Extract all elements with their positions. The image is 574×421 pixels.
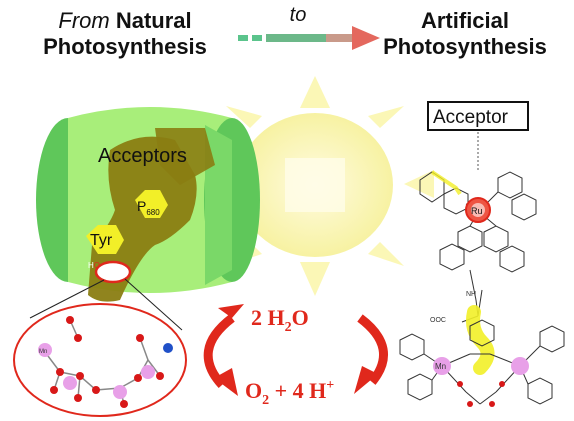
acceptor-label: Acceptor [433, 107, 509, 128]
acceptors-label: Acceptors [98, 145, 187, 167]
acceptor-box: Acceptor [427, 101, 529, 131]
header-artificial-line1: Artificial [420, 8, 510, 33]
p680-badge: P680 [135, 190, 168, 218]
reaction-products: O2 + 4 H+ [245, 378, 334, 408]
tyr-ho-label: HO [88, 261, 100, 270]
mn-label: Mn [39, 349, 47, 355]
header-to: to [289, 4, 307, 26]
header-natural-line2: Photosynthesis [43, 34, 207, 59]
cooh-label: OOC [430, 317, 446, 324]
ruthenium-complex [419, 171, 537, 301]
sun-icon [196, 76, 434, 296]
reaction-water: 2 H2O [251, 305, 309, 335]
tyr-label: Tyr [90, 232, 113, 249]
p680-label: P680 [137, 198, 160, 217]
header-natural-line1: From Natural [58, 8, 192, 33]
nh-label: NH [466, 291, 476, 298]
ru-label: Ru [471, 206, 483, 216]
header-artificial: Artificial Photosynthesis [360, 8, 570, 60]
header-artificial-line2: Photosynthesis [383, 34, 547, 59]
tyr-badge: Tyr HO [86, 225, 124, 270]
water-oxidation-arrows [203, 304, 389, 396]
header-natural: From Natural Photosynthesis [10, 8, 240, 60]
oxygen-evolving-complex: Mn [13, 303, 187, 417]
header-arrow [238, 26, 380, 50]
mn-right-label: Mn [435, 362, 446, 371]
